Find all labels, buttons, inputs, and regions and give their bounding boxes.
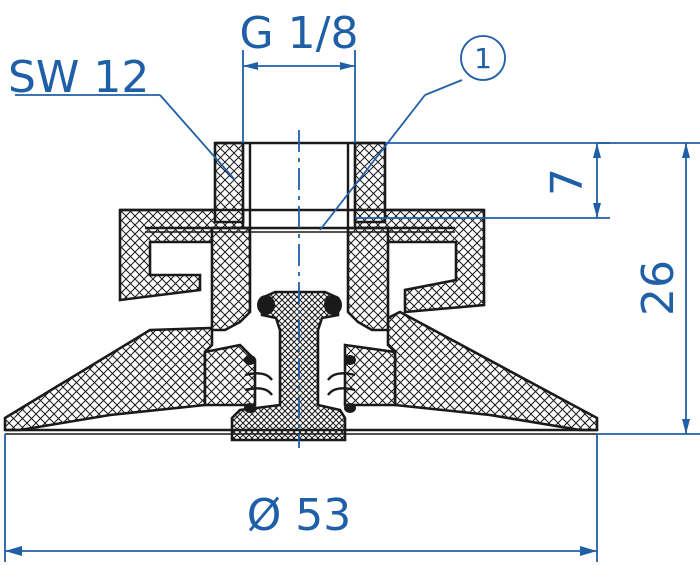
spring-right	[327, 355, 356, 413]
upper-height-label: 7	[542, 168, 593, 196]
suction-lip-left	[3, 326, 214, 432]
o-ring-left	[257, 295, 275, 315]
thread-size-label: G 1/8	[240, 8, 359, 59]
total-height-label: 26	[633, 260, 684, 316]
dimensions: G 1/8 SW 12 1 7 26 Ø 53	[4, 8, 700, 562]
callout-circle	[460, 35, 506, 81]
lower-body-left	[203, 343, 257, 407]
diameter-label: Ø 53	[247, 490, 352, 541]
part-section	[3, 141, 599, 442]
insert-left	[210, 226, 252, 332]
spring-left	[244, 355, 273, 413]
wrench-size-label: SW 12	[8, 52, 149, 103]
callout-number: 1	[474, 42, 492, 75]
o-ring-right	[324, 295, 342, 315]
insert-right	[346, 226, 390, 332]
suction-lip-right	[386, 310, 599, 432]
